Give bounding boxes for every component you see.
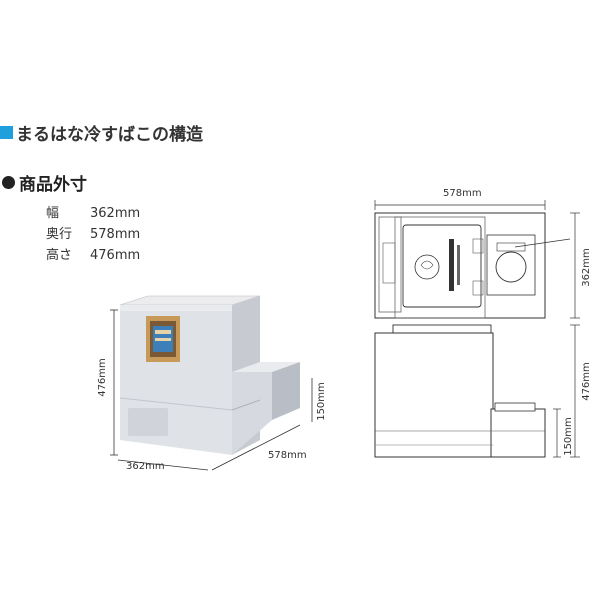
photo-dim-width: 362mm <box>126 461 165 472</box>
spec-label: 奥行 <box>46 227 73 242</box>
spec-value: 476mm <box>90 248 141 263</box>
section-title-text: まるはな冷すばこの構造 <box>16 125 203 145</box>
sub-title: 商品外寸 <box>2 170 87 195</box>
side-view-drawing <box>374 324 546 458</box>
spec-value: 362mm <box>90 206 141 221</box>
sub-title-text: 商品外寸 <box>19 175 87 195</box>
spec-row-depth: 奥行 578mm <box>46 223 140 242</box>
drawing-dim-side-step: 150mm <box>562 417 574 456</box>
photo-dim-height: 476mm <box>96 358 108 397</box>
technical-drawing <box>374 200 580 458</box>
circle-bullet-icon <box>2 176 15 189</box>
photo-dim-depth: 578mm <box>268 450 307 461</box>
section-title: まるはな冷すばこの構造 <box>0 120 203 145</box>
photo-dimension-lines <box>110 309 313 471</box>
photo-dim-step: 150mm <box>315 382 327 421</box>
spec-value: 578mm <box>90 227 141 242</box>
spec-row-width: 幅 362mm <box>46 202 140 221</box>
box-photo-illustration <box>119 295 300 455</box>
square-bullet-icon <box>0 126 13 139</box>
spec-label: 幅 <box>46 206 60 221</box>
drawing-dim-side-height: 476mm <box>580 362 592 401</box>
drawing-dim-top-depth: 362mm <box>580 248 592 287</box>
drawing-dim-top-width: 578mm <box>443 188 482 199</box>
spec-label: 高さ <box>46 248 73 263</box>
spec-row-height: 高さ 476mm <box>46 244 140 263</box>
top-view-drawing <box>374 212 571 319</box>
